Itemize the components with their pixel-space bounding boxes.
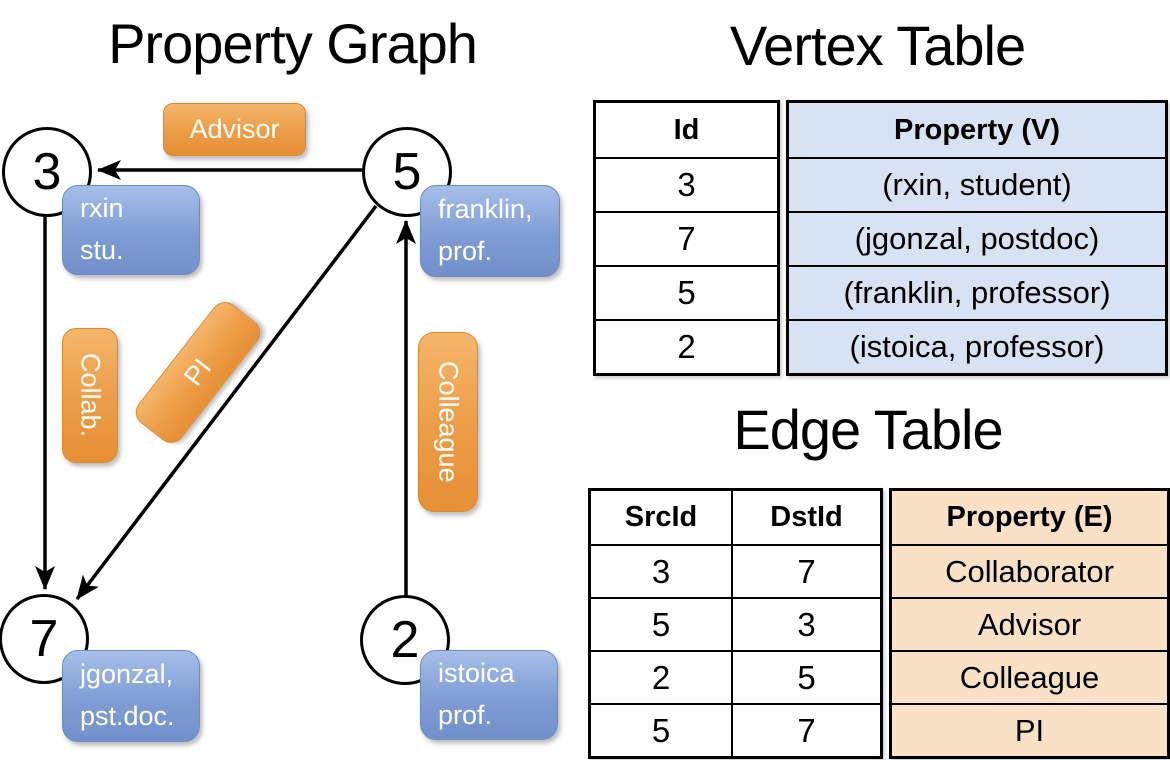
edge-table-cell: PI [892,703,1167,756]
vertex-table-cell: (jgonzal, postdoc) [789,211,1165,265]
vertex-id-label: 7 [29,610,59,668]
property-line: rxin [80,193,124,224]
property-line: istoica [438,658,515,689]
edge-table-cell: 2 [591,650,731,703]
vertex-id-label: 5 [392,143,422,201]
edge-label-colleague: Colleague [418,332,478,512]
edge-table-cell: 7 [731,544,880,597]
property-line: prof. [438,700,493,730]
property-line: stu. [80,235,124,265]
vertex-table-header-property: Property (V) [894,113,1060,146]
property-line: pst.doc. [80,701,175,731]
vertex-property-box-2: istoica prof. [420,650,558,740]
vertex-property-box-7: jgonzal, pst.doc. [62,650,200,742]
edge-table-property-column: Property (E) Collaborator Advisor Collea… [889,488,1170,759]
property-line: jgonzal, [80,659,174,690]
vertex-node-2: 2 [360,595,450,685]
edge-table-cell: 5 [731,650,880,703]
edge-label-collab: Collab. [62,328,118,463]
edge-table-cell: 7 [731,703,880,756]
graph-edges-svg [35,160,416,601]
edge-table-cell: 5 [591,597,731,650]
edge-table-cell: 3 [591,544,731,597]
edge-table-title: Edge Table [733,398,1003,461]
property-graph-title: Property Graph [108,12,478,75]
vertex-table-cell: 2 [596,319,777,373]
property-line: prof. [438,236,493,266]
edge-table-header-srcid: SrcId [624,501,698,533]
vertex-id-label: 3 [32,143,62,201]
vertex-table-cell: 7 [596,211,777,265]
property-line: franklin, [438,194,533,225]
edge-table-cell: 5 [591,703,731,756]
vertex-property-box-3: rxin stu. [62,185,200,275]
vertex-table-cell: (franklin, professor) [789,265,1165,319]
vertex-property-box-5: franklin, prof. [420,185,560,277]
edge-table-cell: 3 [731,597,880,650]
vertex-table-title: Vertex Table [729,14,1026,77]
vertex-table-cell: (rxin, student) [789,157,1165,211]
edge-table-header-property: Property (E) [946,501,1113,533]
edge-table-header-dstid: DstId [731,491,880,544]
edge-table-id-columns: SrcId DstId 3 7 5 3 2 5 5 7 [588,488,883,759]
edge-arrow-pi-5-7 [75,204,378,601]
vertex-node-5: 5 [362,127,452,217]
edge-table-cell: Colleague [892,650,1167,703]
vertex-table-id-column: Id 3 7 5 2 [593,100,780,376]
vertex-table-header-id: Id [673,113,700,146]
vertex-id-label: 2 [390,611,420,669]
edge-table-cell: Collaborator [892,544,1167,597]
vertex-table-cell: 3 [596,157,777,211]
edge-table-cell: Advisor [892,597,1167,650]
vertex-table-cell: (istoica, professor) [789,319,1165,373]
edge-label-advisor: Advisor [163,103,306,156]
vertex-table-cell: 5 [596,265,777,319]
vertex-table-property-column: Property (V) (rxin, student) (jgonzal, p… [786,100,1168,376]
